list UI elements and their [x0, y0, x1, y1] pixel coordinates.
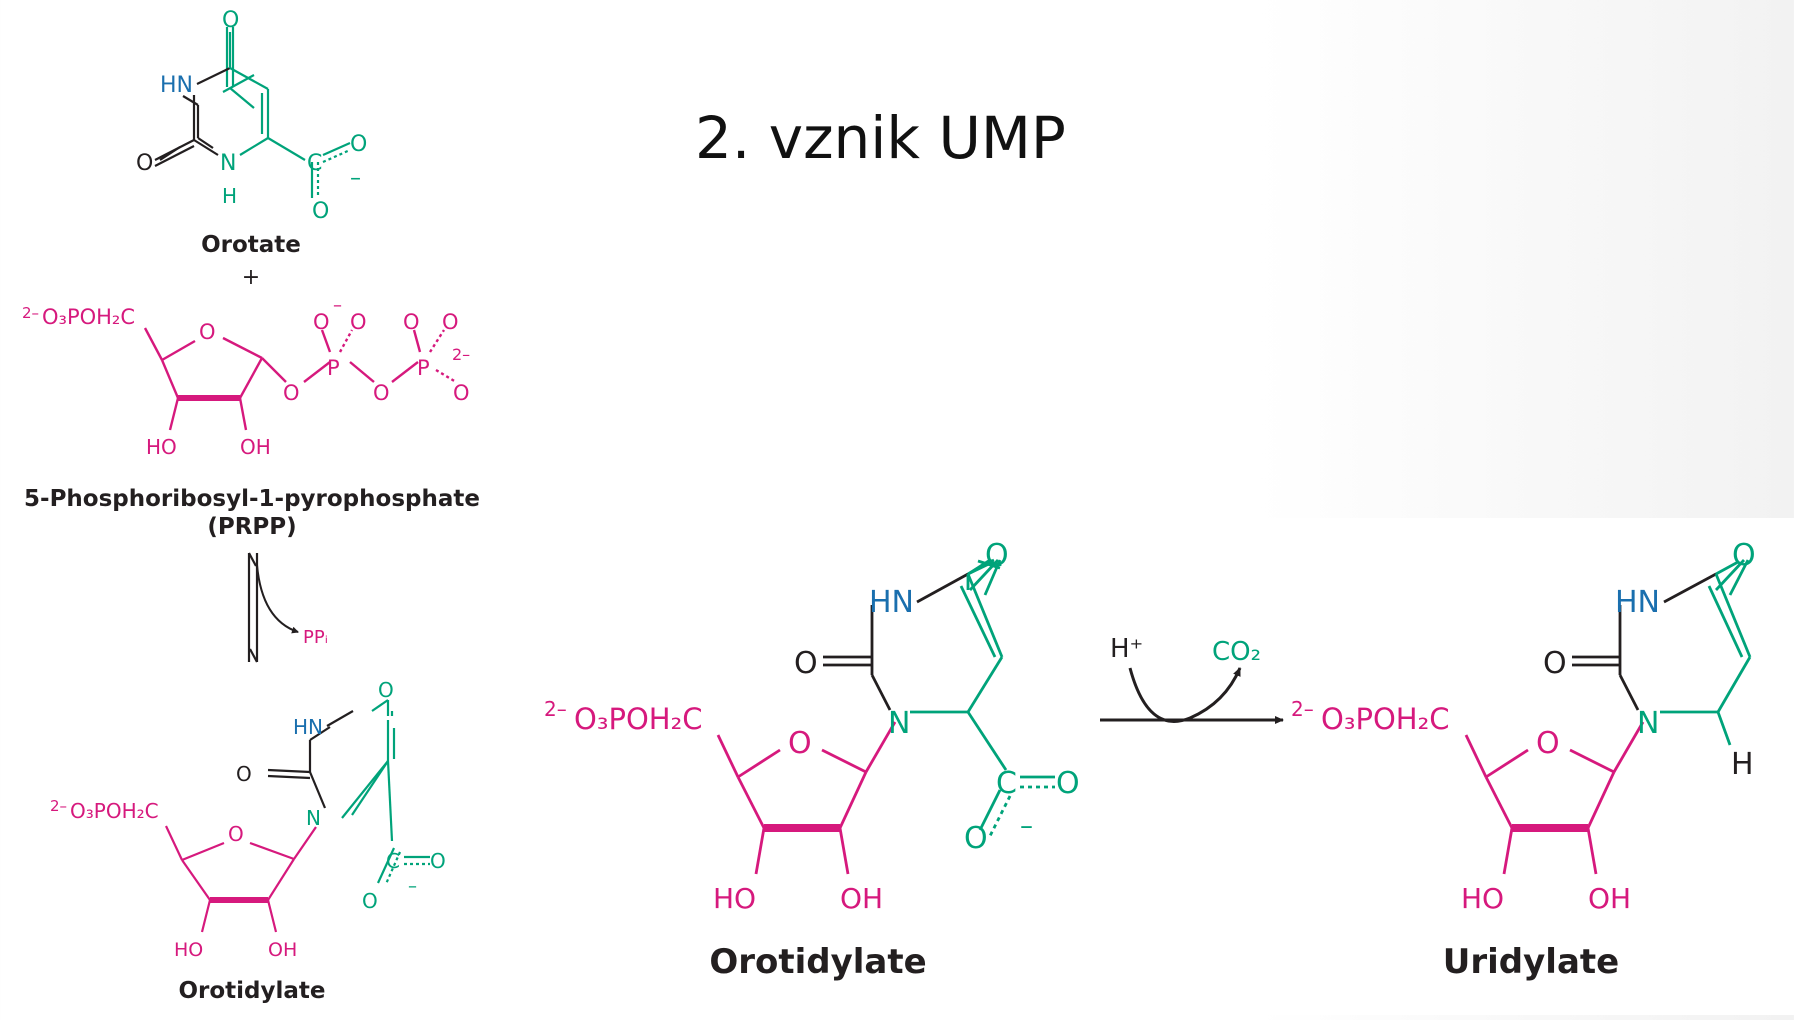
atom-C: C: [386, 849, 400, 873]
atom-O: O: [350, 132, 367, 157]
orotidylate-small-structure: O HN O N C O O – 2– O₃POH₂C O HO OH: [50, 678, 446, 961]
atom-O: O: [236, 762, 252, 786]
uridylate-label: Uridylate: [1443, 942, 1619, 982]
carbon-dioxide-product: CO₂: [1212, 637, 1261, 667]
atom-O: O: [403, 310, 420, 334]
atom-O: O: [430, 849, 446, 873]
hydroxyl: OH: [1588, 882, 1631, 915]
atom-O: O: [985, 538, 1009, 573]
orotate-label: Orotate: [201, 232, 301, 258]
hydroxyl: HO: [146, 435, 177, 459]
atom-O: O: [1056, 766, 1080, 801]
orotidylate-structure: O HN O N C O O – 2– O₃POH₂C O HO OH: [544, 538, 1080, 915]
hydroxyl: OH: [240, 435, 271, 459]
pyrophosphate-byproduct: PPᵢ: [303, 627, 328, 648]
atom-O: O: [1732, 538, 1756, 573]
uridylate-structure: O HN O N H 2– O₃POH₂C O HO OH: [1291, 538, 1756, 915]
atom-HN: HN: [293, 715, 323, 739]
atom-O: O: [453, 381, 470, 405]
charge: 2–: [452, 345, 470, 364]
orotidylate-small-label: Orotidylate: [178, 978, 325, 1004]
atom-O: O: [136, 151, 153, 176]
right-panel: O HN O N C O O – 2– O₃POH₂C O HO OH Orot…: [544, 538, 1756, 982]
atom-O: O: [794, 646, 818, 681]
atom-O: O: [313, 310, 330, 334]
atom-HN: HN: [1615, 585, 1660, 620]
atom-H: H: [1731, 747, 1754, 782]
right-panel-backdrop: [532, 518, 1794, 1015]
charge: –: [350, 166, 361, 191]
hydroxyl: HO: [174, 939, 203, 961]
prpp-structure: 2– O₃POH₂C O O: [22, 295, 470, 459]
charge: –: [333, 295, 342, 316]
atom-O: O: [312, 199, 329, 224]
phosphorus: P: [417, 356, 430, 380]
hydroxyl: OH: [268, 939, 297, 961]
atom-O: O: [378, 678, 394, 702]
prpp-abbreviation: (PRPP): [207, 514, 296, 540]
phosphate-group: O₃POH₂C: [574, 702, 702, 736]
hydroxyl: OH: [840, 882, 883, 915]
charge: –: [1020, 811, 1033, 841]
atom-O: O: [1543, 646, 1567, 681]
plus-sign: +: [242, 265, 260, 290]
atom-HN: HN: [869, 585, 914, 620]
group-prefix: 2–: [22, 304, 39, 322]
charge: –: [408, 876, 417, 897]
slide-title: 2. vznik UMP: [695, 104, 1066, 172]
ring-O: O: [228, 822, 244, 846]
atom-O: O: [442, 310, 459, 334]
phosphate-group: O₃POH₂C: [70, 799, 159, 823]
decarboxylation-arrow: [1100, 667, 1284, 724]
phosphate-group: O₃POH₂C: [42, 305, 135, 329]
atom-HN: HN: [160, 73, 193, 98]
group-prefix: 2–: [1291, 697, 1314, 721]
equilibrium-arrow: [247, 552, 299, 663]
atom-O: O: [964, 821, 988, 856]
atom-N: N: [888, 706, 910, 741]
prpp-label: 5-Phosphoribosyl-1-pyrophosphate: [24, 486, 480, 512]
bridge-O: O: [373, 381, 390, 405]
atom-H: H: [222, 184, 237, 208]
ring-O: O: [199, 320, 216, 344]
phosphate-group: O₃POH₂C: [1321, 702, 1449, 736]
atom-C: C: [996, 766, 1017, 801]
hydroxyl: HO: [1461, 882, 1504, 915]
phosphorus: P: [327, 356, 340, 380]
atom-O: O: [362, 889, 378, 913]
ring-O: O: [1536, 726, 1560, 761]
ring-O: O: [788, 726, 812, 761]
left-panel: O HN O N H C O O – Orotate + 2– O₃POH₂C: [22, 8, 480, 1004]
atom-O: O: [350, 310, 367, 334]
group-prefix: 2–: [544, 697, 567, 721]
atom-O: O: [222, 8, 239, 33]
atom-N: N: [220, 151, 236, 176]
orotidylate-label: Orotidylate: [709, 942, 926, 982]
orotate-structure: O HN O N H C O O –: [136, 8, 367, 224]
atom-N: N: [1637, 706, 1659, 741]
atom-C: C: [307, 151, 322, 176]
atom-N: N: [306, 806, 321, 830]
bridge-O: O: [283, 381, 300, 405]
proton-reagent: H⁺: [1110, 634, 1143, 664]
group-prefix: 2–: [50, 797, 67, 815]
hydroxyl: HO: [713, 882, 756, 915]
